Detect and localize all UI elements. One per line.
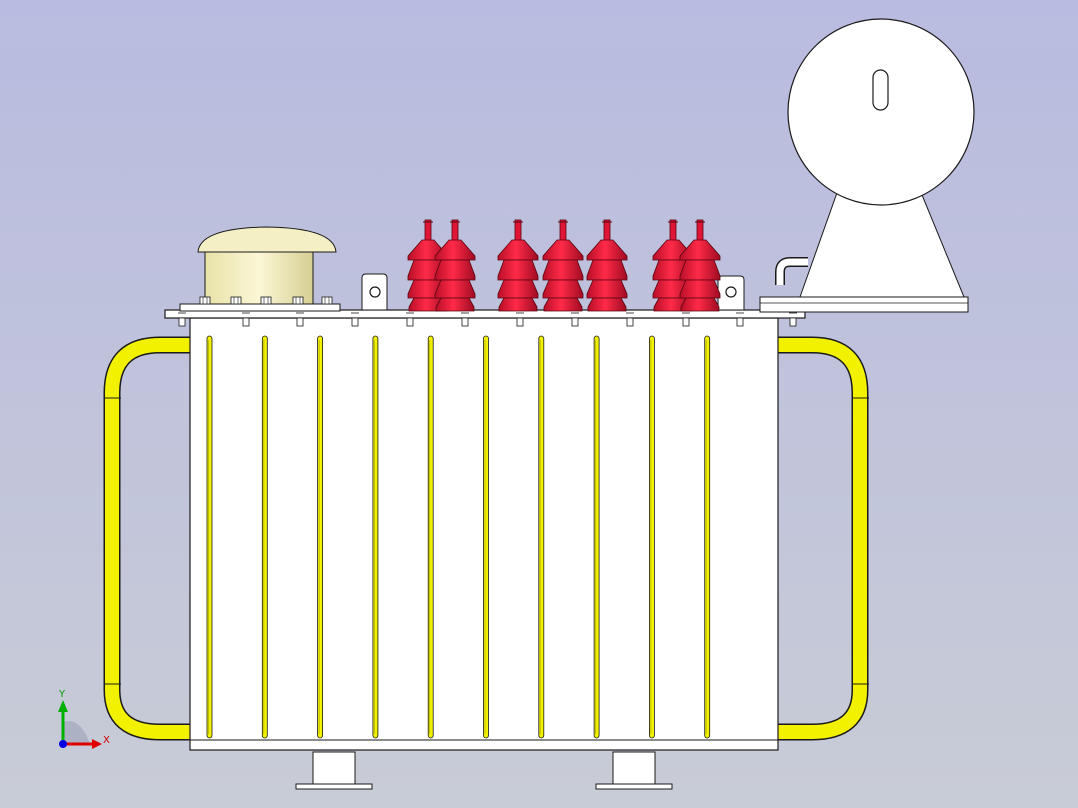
cooling-fin [649, 335, 655, 739]
cover-bolt [626, 312, 634, 327]
breather-bolt [230, 296, 242, 305]
radiator-loops[interactable] [103, 336, 869, 741]
conservator-drum[interactable] [787, 18, 975, 206]
breather-bolt [199, 296, 211, 305]
bushing-lv-1[interactable] [497, 219, 539, 312]
cover-bolt [789, 312, 797, 327]
z-axis-dot [59, 740, 67, 748]
cover-bolt [516, 312, 524, 327]
bushing-n-2[interactable] [679, 219, 721, 312]
cooling-fin [427, 335, 434, 739]
bushings[interactable] [407, 219, 721, 312]
cover-bolt [242, 312, 250, 327]
cooling-fin [538, 335, 545, 739]
breather-bolt [260, 296, 272, 305]
cover-bolt [736, 312, 744, 327]
top-cover[interactable] [164, 309, 806, 319]
breather-bolt [321, 296, 333, 305]
bushing-lv-3[interactable] [586, 219, 628, 312]
cooling-fin [317, 335, 324, 739]
y-axis-label: Y [58, 689, 66, 700]
cover-bolt [682, 312, 690, 327]
cooling-fin [483, 335, 489, 739]
view-triad[interactable]: Y X [58, 689, 110, 749]
tank-feet[interactable] [295, 751, 673, 790]
conservator-tank[interactable] [759, 18, 975, 313]
cover-bolt [178, 312, 186, 327]
cover-bolt [296, 312, 304, 327]
right-foot[interactable] [612, 751, 656, 787]
cooling-fins [206, 335, 711, 739]
cover-bolt [406, 312, 414, 327]
cooling-fin [206, 335, 213, 739]
cover-bolt [571, 312, 579, 327]
breather-cap[interactable] [179, 226, 341, 312]
x-axis-label: X [103, 735, 110, 746]
cover-bolt [351, 312, 359, 327]
oil-level-window[interactable] [872, 69, 889, 111]
cover-bolt [461, 312, 469, 327]
cooling-fin [593, 335, 600, 739]
lifting-lugs[interactable] [361, 273, 745, 311]
left-foot[interactable] [312, 751, 356, 787]
bushing-hv-2[interactable] [434, 219, 476, 312]
cooling-fin [704, 335, 711, 739]
conservator-base-plate[interactable] [759, 296, 969, 313]
cooling-fin [261, 335, 268, 739]
breather-bolt [292, 296, 304, 305]
cover-bolts [178, 312, 797, 327]
bushing-lv-2[interactable] [542, 219, 584, 312]
cooling-fin [372, 335, 379, 739]
